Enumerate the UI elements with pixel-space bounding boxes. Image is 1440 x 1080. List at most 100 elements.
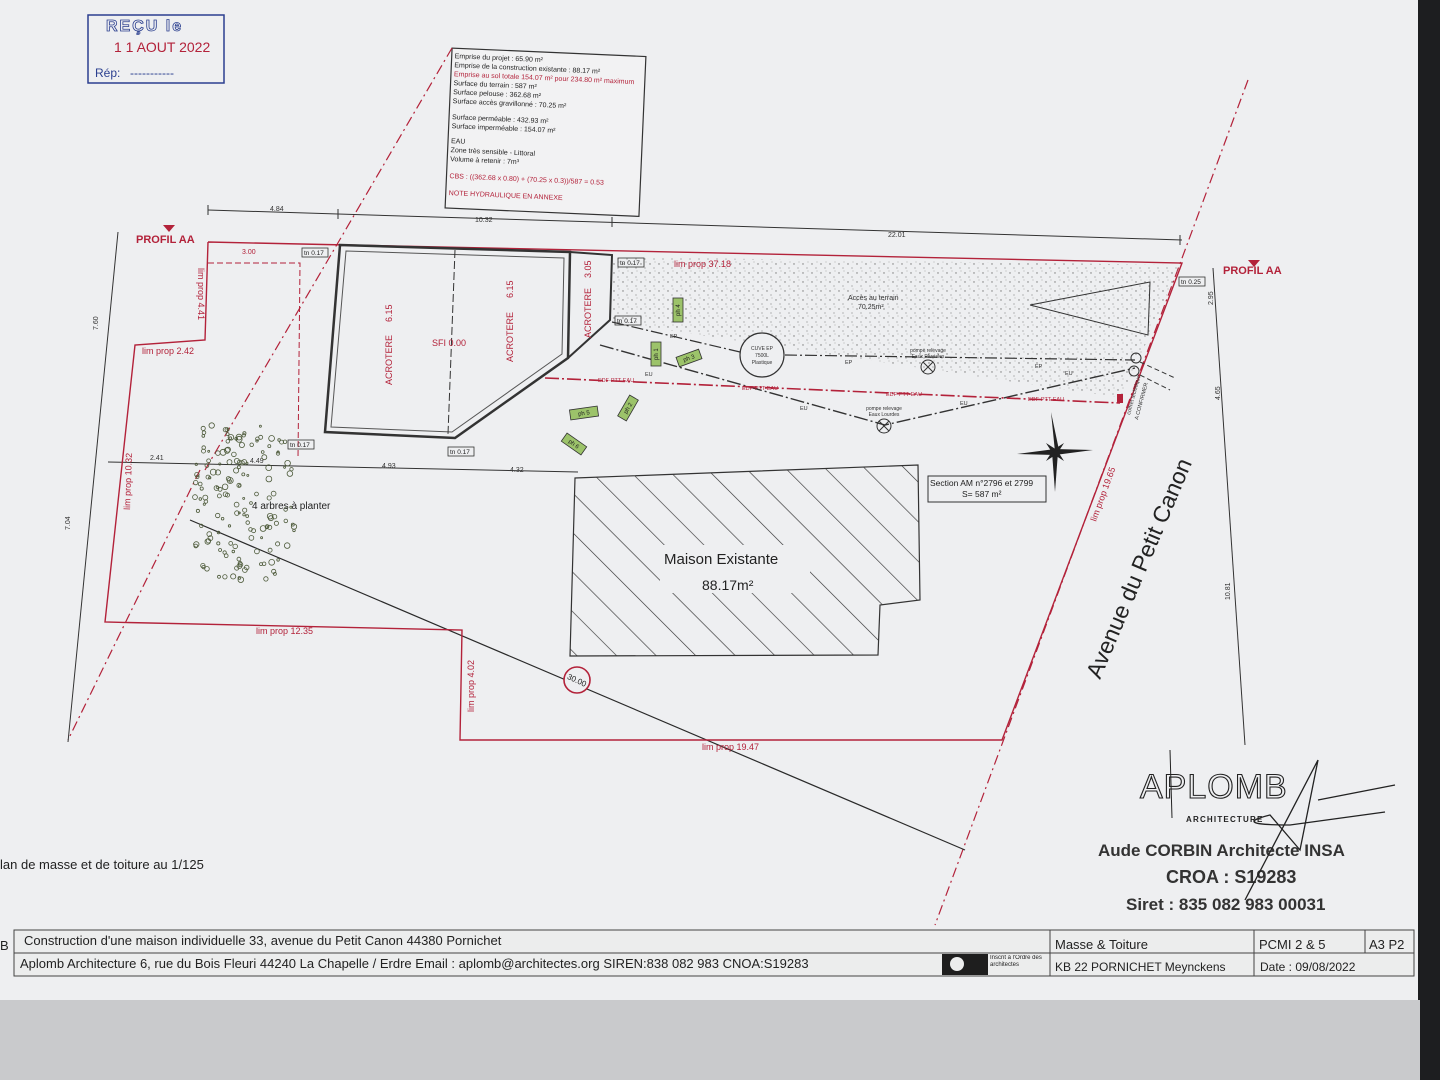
height-marker: [563, 666, 591, 694]
tree-foliage-mark: [255, 436, 260, 441]
tree-foliage-mark: [224, 427, 230, 433]
existing-house-label: Maison Existante: [664, 551, 778, 568]
network-label-ep: EP: [1035, 364, 1043, 370]
tree-foliage-mark: [283, 518, 288, 524]
tree-foliage-mark: [260, 450, 265, 454]
tree-foliage-mark: [199, 486, 204, 491]
tree-foliage-mark: [194, 471, 200, 478]
tree-foliage-mark: [207, 449, 211, 453]
tree-foliage-mark: [215, 485, 219, 489]
tree-foliage-mark: [261, 561, 267, 566]
dim-label: 10.32: [475, 217, 493, 224]
tree-foliage-mark: [270, 490, 277, 497]
tree-foliage-mark: [260, 536, 264, 540]
network-label-edf: EDF-PTT-EAU: [1028, 397, 1064, 403]
tn-label: tn 0.17: [304, 250, 324, 257]
tree-foliage-mark: [216, 530, 221, 535]
logo-text: APLOMB: [1140, 768, 1288, 806]
tree-foliage-mark: [209, 468, 217, 476]
tn-label: tn 0.17: [620, 260, 640, 267]
tree-foliage-mark: [206, 458, 211, 464]
info-line: Volume à retenir : 7m³: [450, 156, 520, 166]
dimension-lines: [67, 205, 1246, 746]
tree-foliage-mark: [200, 562, 206, 569]
tree-foliage-mark: [279, 439, 285, 445]
tree-foliage-mark: [265, 524, 270, 529]
plan-caption: lan de masse et de toiture au 1/125: [0, 857, 204, 872]
tree-foliage-mark: [231, 549, 235, 554]
info-line: Surface perméable : 432.93 m²: [452, 114, 549, 125]
tree-foliage-mark: [199, 523, 204, 529]
tree-foliage-mark: [237, 576, 242, 580]
network-label-edf: EDF-PTT-EAU: [742, 386, 778, 392]
tree-foliage-mark: [201, 564, 206, 570]
tree-foliage-mark: [227, 524, 232, 528]
tree-foliage-mark: [221, 483, 229, 490]
info-line: Zone très sensible - Littoral: [450, 147, 535, 158]
tree-foliage-mark: [245, 461, 249, 465]
dim-label: 2.41: [150, 455, 164, 462]
profil-aa-right: PROFIL AA: [1223, 265, 1282, 277]
tree-foliage-mark: [237, 511, 241, 515]
sheet-date: Date : 09/08/2022: [1260, 960, 1356, 974]
dim-label: 10.81: [1225, 582, 1232, 600]
tree-foliage-mark: [263, 576, 269, 582]
tree-foliage-mark: [267, 547, 273, 553]
tree-foliage-mark: [195, 508, 200, 513]
tree-foliage-mark: [216, 541, 221, 546]
dim-label: 7.60: [93, 316, 100, 330]
tree-foliage-mark: [284, 460, 291, 467]
limit-label: lim prop 10.32: [122, 453, 134, 510]
tree-foliage-mark: [251, 528, 257, 534]
limit-label: lim prop 12.35: [256, 626, 313, 636]
tn-label: tn 0.17: [290, 442, 310, 449]
tree-foliage-mark: [201, 434, 206, 438]
tree-foliage-mark: [205, 474, 211, 480]
utility-networks: [544, 321, 1176, 434]
stamp-date: 1 1 AOUT 2022: [114, 39, 210, 55]
tree-foliage-mark: [284, 542, 291, 549]
pump-label: Eaux Pluviales: [912, 354, 945, 360]
tree-foliage-mark: [193, 479, 199, 486]
tree-foliage-mark: [267, 524, 273, 530]
project-title: Construction d'une maison individuelle 3…: [24, 933, 502, 948]
tree-foliage-mark: [235, 435, 243, 443]
tree-foliage-mark: [222, 491, 229, 497]
plant-ph2: ph 2: [617, 394, 639, 422]
tree-foliage-mark: [200, 425, 206, 431]
pump-label: pompe relevage: [866, 406, 902, 412]
tree-foliage-mark: [222, 550, 227, 555]
tree-foliage-mark: [289, 505, 293, 509]
tree-foliage-mark: [271, 514, 278, 520]
received-stamp: REÇU le 1 1 AOUT 2022 Rép: -----------: [87, 14, 225, 84]
tree-foliage-mark: [205, 538, 211, 544]
tree-foliage-mark: [234, 510, 240, 516]
network-label-eu: EU: [960, 401, 968, 407]
tree-foliage-mark: [227, 434, 235, 441]
dim-label: 2.95: [1208, 291, 1215, 305]
limit-label: lim prop 19.47: [702, 742, 759, 752]
network-label-eu: EU: [645, 372, 653, 378]
tree-foliage-mark: [222, 427, 228, 433]
existing-house-area: 88.17m²: [702, 577, 754, 593]
tree-foliage-mark: [234, 436, 239, 441]
tree-foliage-mark: [232, 543, 238, 550]
gravel-access-area: [612, 257, 1180, 398]
property-boundary: [104, 241, 1184, 741]
dim-label: 7.04: [65, 516, 72, 530]
plant-ph4: ph 4: [672, 297, 684, 323]
tree-foliage-mark: [233, 457, 240, 464]
setback-line: [204, 47, 453, 471]
dim-label: 4.84: [270, 206, 284, 213]
tree-foliage-mark: [223, 447, 231, 454]
title-prefix: B: [0, 938, 9, 953]
tree-foliage-mark: [215, 512, 221, 519]
ordre-label: Inscrit à l'Ordre des architectes: [990, 955, 1042, 968]
access-area: 70.25m²: [858, 304, 884, 311]
architect-name: Aude CORBIN Architecte INSA: [1098, 841, 1345, 860]
network-label-eu: EU: [1065, 371, 1073, 377]
tree-foliage-mark: [226, 477, 234, 484]
tree-foliage-mark: [243, 564, 250, 571]
tree-foliage-mark: [245, 520, 250, 525]
tree-foliage-mark: [242, 496, 246, 500]
